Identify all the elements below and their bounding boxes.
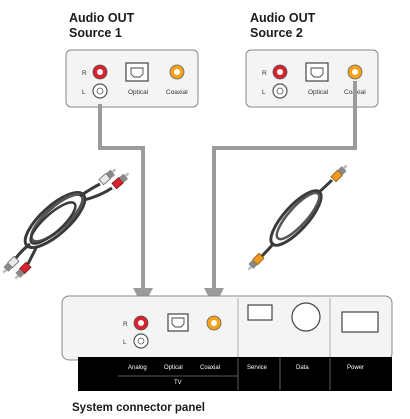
coaxial-cable-icon (247, 164, 348, 271)
panel-analog-red-jack (133, 315, 149, 331)
source2-jack-r-label: R (262, 70, 267, 77)
source2-optical-port (305, 62, 329, 82)
arrow-source1-to-analog (98, 104, 153, 307)
panel-port-label-analog: Analog (128, 365, 147, 371)
source2-red-jack (272, 64, 288, 80)
source2-device: R L Optical Coaxial (245, 49, 379, 108)
arrow-source2-to-coaxial (204, 81, 357, 307)
stereo-rca-cable-icon (2, 168, 130, 280)
source1-jack-l-label: L (82, 89, 86, 96)
source1-optical-port (125, 62, 149, 82)
panel-port-label-optical: Optical (164, 365, 183, 371)
source1-optical-label: Optical (128, 89, 149, 96)
source2-white-jack (272, 83, 288, 99)
panel-service-port (247, 304, 273, 321)
source2-jack-l-label: L (262, 89, 266, 96)
panel-port-label-power: Power (347, 365, 364, 371)
source1-jack-r-label: R (82, 70, 87, 77)
source1-title-line1: Audio OUT (69, 11, 135, 25)
panel-optical-port (167, 313, 189, 332)
source1-device: R L Optical Coaxial (65, 49, 199, 108)
panel-port-label-coaxial: Coaxial (200, 365, 220, 371)
panel-data-port (291, 302, 321, 332)
source2-coaxial-jack (347, 64, 363, 80)
panel-caption: System connector panel (72, 402, 205, 414)
panel-analog-white-jack (133, 333, 149, 349)
source2-title-line1: Audio OUT (250, 11, 316, 25)
system-connector-panel: R L Analog Optical Coaxial Service (61, 295, 393, 391)
panel-group-label-tv: TV (174, 380, 182, 386)
source1-title-line2: Source 1 (69, 26, 122, 40)
source2-title-line2: Source 2 (250, 26, 303, 40)
panel-coaxial-jack (206, 315, 222, 331)
source2-optical-label: Optical (308, 89, 329, 96)
panel-power-port (341, 311, 379, 333)
panel-port-label-service: Service (247, 365, 268, 371)
panel-label-strip (78, 357, 392, 391)
source1-coaxial-jack (169, 64, 185, 80)
source1-red-jack (92, 64, 108, 80)
panel-jack-l-label: L (123, 339, 127, 346)
panel-port-label-data: Data (296, 365, 309, 371)
source1-coaxial-label: Coaxial (166, 89, 188, 96)
panel-jack-r-label: R (123, 321, 128, 328)
source1-white-jack (92, 83, 108, 99)
